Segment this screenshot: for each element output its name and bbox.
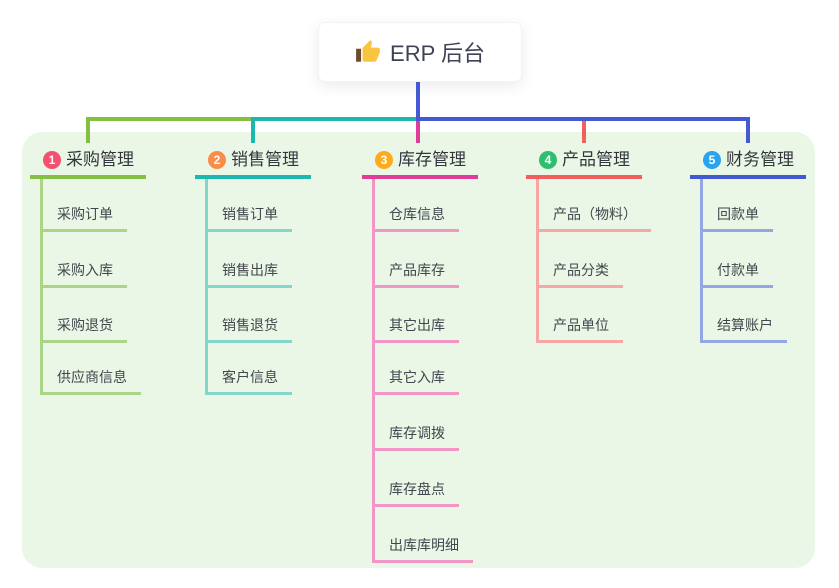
child-underline-2-3 [205, 340, 292, 343]
branch-underline-2 [195, 175, 311, 179]
child-node-5-1[interactable]: 回款单 [717, 206, 759, 222]
child-underline-1-1 [40, 229, 127, 232]
connector-h-branch-2 [251, 117, 420, 121]
branch-badge-4: 4 [539, 151, 557, 169]
child-underline-3-4 [372, 392, 459, 395]
connector-h-branch-5 [416, 117, 750, 121]
connector-drop-branch-5 [746, 117, 750, 143]
connector-drop-branch-3 [416, 121, 420, 143]
branch-underline-3 [362, 175, 478, 179]
child-node-1-2[interactable]: 采购入库 [57, 262, 113, 278]
child-node-4-1[interactable]: 产品（物料） [553, 206, 637, 222]
child-node-1-4[interactable]: 供应商信息 [57, 369, 127, 385]
child-underline-3-2 [372, 285, 459, 288]
child-underline-2-4 [205, 392, 292, 395]
branch-underline-4 [526, 175, 642, 179]
connector-drop-branch-4 [582, 117, 586, 143]
child-node-2-2[interactable]: 销售出库 [222, 262, 278, 278]
child-node-5-3[interactable]: 结算账户 [717, 317, 773, 333]
branch-node-3[interactable]: 库存管理 [398, 150, 466, 169]
child-underline-2-1 [205, 229, 292, 232]
branch-node-4[interactable]: 产品管理 [562, 150, 630, 169]
connector-drop-branch-2 [251, 117, 255, 143]
child-node-3-7[interactable]: 出库库明细 [389, 537, 459, 553]
connector-drop-branch-1 [86, 117, 90, 143]
child-node-1-3[interactable]: 采购退货 [57, 317, 113, 333]
child-underline-4-1 [536, 229, 651, 232]
branch-underline-1 [30, 175, 146, 179]
mindmap-panel [22, 132, 815, 568]
child-underline-4-3 [536, 340, 623, 343]
child-node-5-2[interactable]: 付款单 [717, 262, 759, 278]
child-underline-5-1 [700, 229, 773, 232]
child-underline-1-3 [40, 340, 127, 343]
child-node-4-3[interactable]: 产品单位 [553, 317, 609, 333]
child-node-2-4[interactable]: 客户信息 [222, 369, 278, 385]
child-tree-line-4 [536, 179, 539, 343]
child-node-3-5[interactable]: 库存调拨 [389, 425, 445, 441]
child-underline-3-3 [372, 340, 459, 343]
child-node-3-4[interactable]: 其它入库 [389, 369, 445, 385]
child-underline-3-5 [372, 448, 459, 451]
branch-node-2[interactable]: 销售管理 [231, 150, 299, 169]
child-underline-5-3 [700, 340, 787, 343]
branch-badge-3: 3 [375, 151, 393, 169]
connector-root-vertical [416, 82, 420, 121]
child-node-3-3[interactable]: 其它出库 [389, 317, 445, 333]
branch-underline-5 [690, 175, 806, 179]
branch-node-1[interactable]: 采购管理 [66, 150, 134, 169]
thumbs-up-icon [355, 39, 381, 65]
child-node-3-6[interactable]: 库存盘点 [389, 481, 445, 497]
root-node-title: ERP 后台 [390, 41, 485, 66]
child-underline-3-6 [372, 504, 459, 507]
child-node-2-1[interactable]: 销售订单 [222, 206, 278, 222]
child-node-3-1[interactable]: 仓库信息 [389, 206, 445, 222]
child-node-4-2[interactable]: 产品分类 [553, 262, 609, 278]
root-node[interactable]: ERP 后台 [318, 22, 522, 82]
branch-badge-5: 5 [703, 151, 721, 169]
child-node-3-2[interactable]: 产品库存 [389, 262, 445, 278]
child-underline-1-2 [40, 285, 127, 288]
child-node-2-3[interactable]: 销售退货 [222, 317, 278, 333]
branch-node-5[interactable]: 财务管理 [726, 150, 794, 169]
child-underline-5-2 [700, 285, 773, 288]
branch-badge-1: 1 [43, 151, 61, 169]
child-tree-line-5 [700, 179, 703, 343]
child-underline-3-1 [372, 229, 459, 232]
child-tree-line-3 [372, 179, 375, 563]
child-underline-3-7 [372, 560, 473, 563]
child-underline-2-2 [205, 285, 292, 288]
child-node-1-1[interactable]: 采购订单 [57, 206, 113, 222]
child-underline-4-2 [536, 285, 623, 288]
child-underline-1-4 [40, 392, 141, 395]
branch-badge-2: 2 [208, 151, 226, 169]
